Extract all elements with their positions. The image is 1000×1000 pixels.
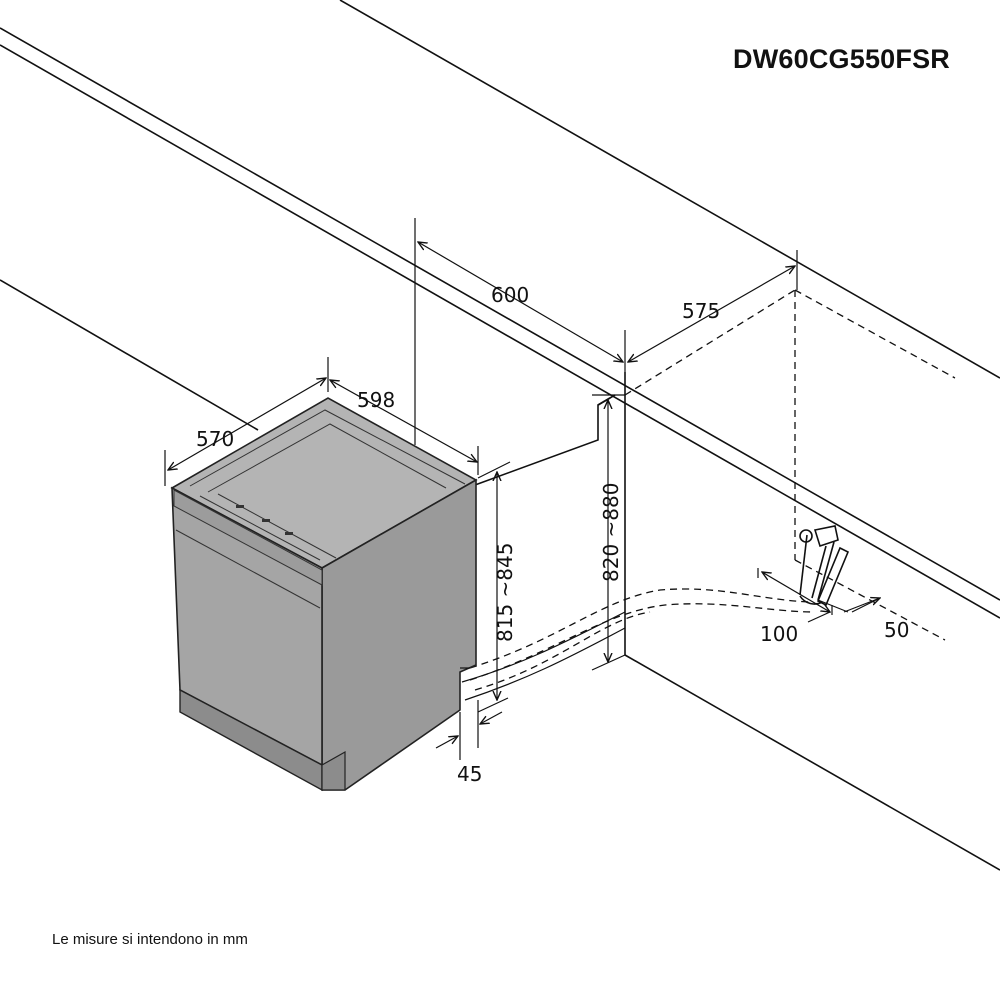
- dim-plinth-gap: 45: [435, 700, 503, 786]
- dim-appliance-depth: 570: [164, 357, 329, 486]
- label-815-845: 815 ~845: [493, 543, 517, 642]
- dim-appliance-height: 815 ~845: [477, 461, 517, 713]
- units-note: Le misure si intendono in mm: [52, 931, 248, 948]
- label-575: 575: [682, 299, 720, 323]
- water-tap-icon: [799, 525, 850, 607]
- label-50: 50: [884, 618, 909, 642]
- countertop-outline: [0, 0, 1000, 871]
- dim-niche-depth: 575: [628, 250, 798, 362]
- dim-appliance-width: 598: [330, 380, 479, 475]
- dim-connection-zone: 100: [757, 568, 833, 646]
- dim-niche-width: 600: [418, 242, 626, 372]
- label-45: 45: [457, 762, 482, 786]
- dim-connection-offset: 50: [817, 598, 909, 642]
- label-598: 598: [357, 388, 395, 412]
- model-title: DW60CG550FSR: [733, 44, 950, 74]
- dim-niche-height: 820 ~880: [591, 394, 626, 671]
- label-600: 600: [491, 283, 529, 307]
- dishwasher: [170, 397, 478, 792]
- label-820-880: 820 ~880: [599, 483, 623, 582]
- label-100: 100: [760, 622, 798, 646]
- label-570: 570: [196, 427, 234, 451]
